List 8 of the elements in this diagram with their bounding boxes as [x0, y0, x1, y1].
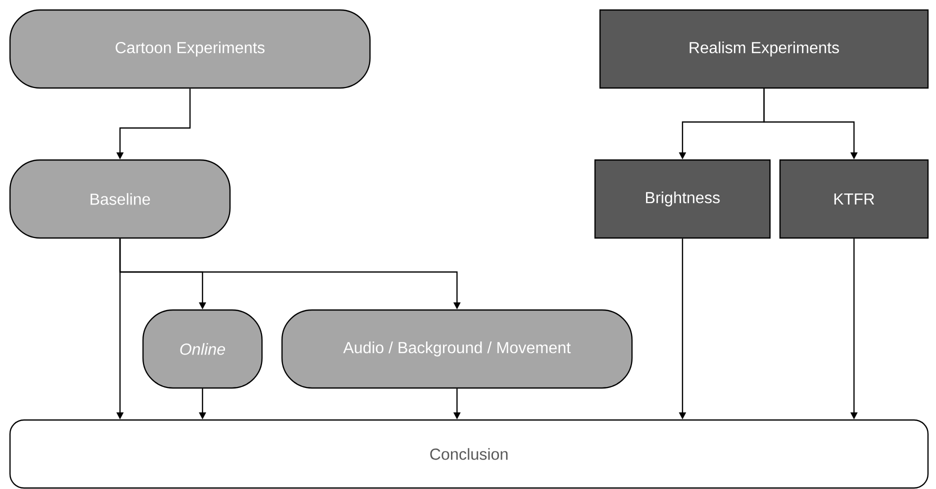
rounded-process-box: Online: [142, 309, 263, 389]
rounded-process-box: Audio / Background / Movement: [281, 309, 633, 389]
process-box: Brightness: [594, 159, 771, 239]
conclusion-box: Conclusion: [9, 419, 929, 489]
rounded-process-box: Baseline: [9, 159, 231, 239]
rounded-process-box: Cartoon Experiments: [9, 9, 371, 89]
process-box: KTFR: [779, 159, 929, 239]
process-box: Realism Experiments: [599, 9, 929, 89]
